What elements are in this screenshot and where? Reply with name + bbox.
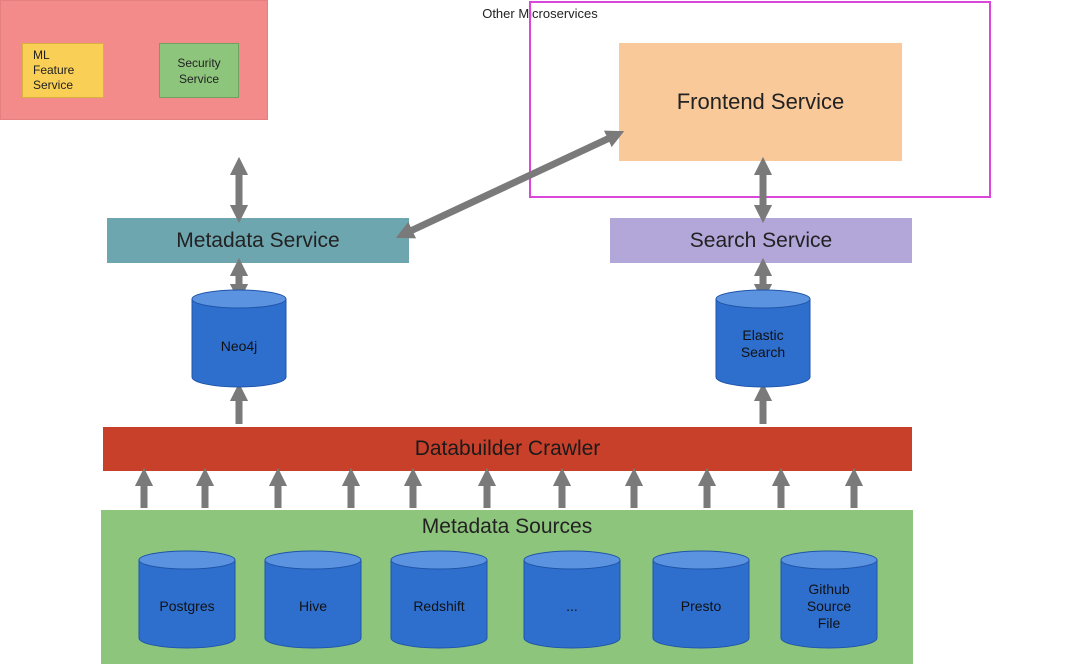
metadata-source-label-line: Presto [680, 597, 722, 614]
elastic-search-line: Elastic [742, 327, 784, 343]
metadata-service-box: Metadata Service [107, 218, 409, 263]
metadata-source-database: ... [523, 550, 621, 650]
metadata-source-label: ... [523, 598, 621, 615]
other-microservices-group: Other Microservices ML Feature Service S… [0, 0, 598, 120]
metadata-source-database: Postgres [138, 550, 236, 650]
metadata-source-label-line: Postgres [159, 597, 215, 614]
security-service-box: Security Service [159, 43, 239, 98]
security-service-line: Service [178, 71, 219, 86]
database-cylinder-icon [523, 550, 621, 649]
ml-feature-service-box: ML Feature Service [22, 43, 104, 98]
metadata-source-database: Presto [652, 550, 750, 650]
ml-feature-service-line: Service [33, 78, 74, 92]
metadata-source-label-line: Github [808, 580, 850, 597]
metadata-source-label: Hive [264, 598, 362, 615]
elastic-search-label: Elastic Search [715, 327, 811, 361]
metadata-source-label: Redshift [390, 598, 488, 615]
metadata-source-label-line: ... [566, 597, 578, 614]
elastic-search-line: Search [740, 344, 786, 360]
neo4j-label: Neo4j [220, 338, 258, 354]
elastic-search-database: Elastic Search [715, 289, 811, 389]
database-cylinder-icon [264, 550, 362, 649]
metadata-sources-group: Metadata Sources [101, 510, 913, 664]
ml-feature-service-line: Feature [33, 63, 75, 77]
metadata-source-label: Postgres [138, 598, 236, 615]
double-arrow-metadata-frontend [395, 130, 625, 239]
database-cylinder-icon [780, 550, 878, 649]
database-cylinder-icon [138, 550, 236, 649]
databuilder-crawler-box: Databuilder Crawler [103, 427, 912, 471]
metadata-source-label-line: Hive [298, 597, 327, 614]
metadata-source-database: Redshift [390, 550, 488, 650]
metadata-source-label-line: File [817, 614, 841, 631]
other-microservices-title: Other Microservices [482, 6, 598, 21]
database-cylinder-icon [715, 289, 811, 388]
ml-feature-service-line: ML [33, 48, 50, 62]
metadata-source-database: Hive [264, 550, 362, 650]
search-service-box: Search Service [610, 218, 912, 263]
metadata-source-label: Presto [652, 598, 750, 615]
source-arrows-group [134, 467, 864, 508]
security-service-line: Security [177, 55, 221, 70]
database-cylinder-icon [390, 550, 488, 649]
metadata-source-label-line: Redshift [413, 597, 465, 614]
metadata-sources-title: Metadata Sources [421, 515, 593, 538]
frontend-service-box: Frontend Service [619, 43, 902, 161]
metadata-source-label-line: Source [806, 597, 852, 614]
database-cylinder-icon [652, 550, 750, 649]
neo4j-database: Neo4j [191, 289, 287, 389]
database-cylinder-icon [191, 289, 287, 388]
